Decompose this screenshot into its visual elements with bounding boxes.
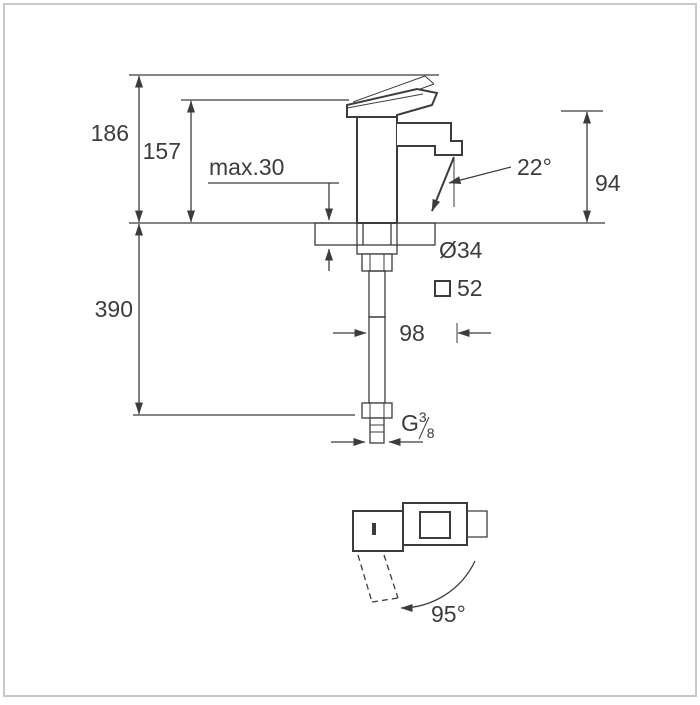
- technical-drawing: 186 157 max.30 22° 94 Ø34 52: [5, 5, 700, 705]
- label-base-square: 52: [457, 275, 483, 301]
- dimension-height-below: 390: [95, 224, 355, 415]
- threaded-shank: [369, 271, 385, 317]
- dimension-spout-height: 94: [561, 111, 621, 222]
- label-total-height: 186: [91, 120, 129, 146]
- dimension-hole-diameter: Ø34: [439, 237, 483, 263]
- counter-hatch-left: [315, 223, 357, 245]
- angle-leader-line: [449, 167, 511, 183]
- counter-hatch-right: [397, 223, 435, 245]
- square-symbol-icon: [435, 281, 450, 296]
- dimension-projection: 98: [333, 320, 491, 346]
- faucet-lever: [347, 89, 437, 117]
- label-max-thickness: max.30: [209, 154, 284, 180]
- lever-rotated-outline: [358, 555, 372, 602]
- dimension-max-thickness: max.30: [208, 154, 339, 271]
- hose-coupling-nut: [362, 403, 392, 418]
- spout-stub-profile: [467, 511, 487, 537]
- mounting-nut: [362, 254, 392, 271]
- label-body-height: 157: [143, 138, 181, 164]
- handle-side-view: 95°: [353, 503, 487, 627]
- faucet-front-view: [347, 76, 462, 223]
- under-counter-hardware: [357, 245, 397, 317]
- braided-hose: [369, 317, 385, 403]
- label-swivel-angle: 95°: [431, 601, 466, 627]
- label-projection: 98: [399, 320, 425, 346]
- counter-section: [129, 223, 605, 245]
- hose-end-connector: [370, 418, 384, 443]
- handle-lever-arm: [353, 511, 403, 551]
- label-height-below: 390: [95, 296, 133, 322]
- label-hole-diameter: Ø34: [439, 237, 483, 263]
- label-spout-angle: 22°: [517, 154, 552, 180]
- drawing-frame: 186 157 max.30 22° 94 Ø34 52: [3, 3, 697, 697]
- mounting-washer: [357, 245, 397, 254]
- label-thread: G38: [401, 409, 435, 441]
- supply-hose: [362, 317, 392, 443]
- dimension-spout-angle: 22°: [449, 154, 552, 183]
- lever-slot-detail: [372, 523, 376, 535]
- water-stream-arrow: [432, 157, 454, 211]
- faucet-spout: [397, 123, 462, 155]
- label-spout-height: 94: [595, 170, 621, 196]
- dimension-base-square: 52: [435, 275, 483, 301]
- faucet-body: [357, 117, 397, 223]
